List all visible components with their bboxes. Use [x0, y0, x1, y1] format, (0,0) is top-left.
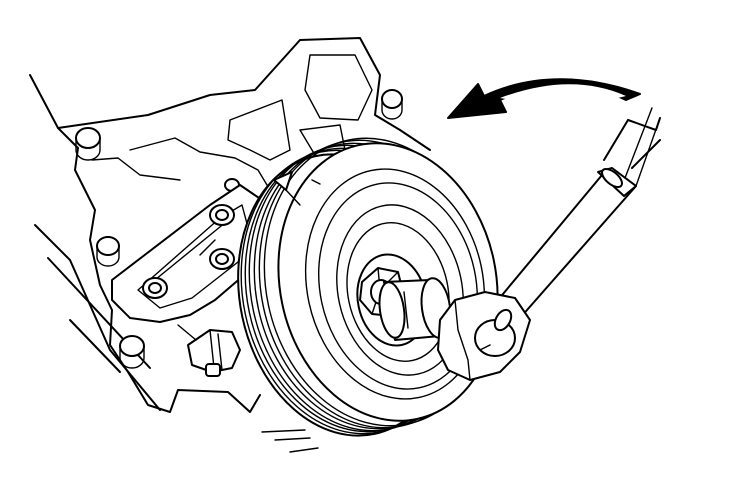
- rotation-arrow: [447, 78, 641, 119]
- ratchet-wrench: [437, 107, 661, 381]
- ground-hatch: [261, 429, 319, 453]
- sensor-connector: [177, 324, 241, 377]
- timing-mark-pointer: [273, 171, 321, 206]
- timing-cover-plate: [111, 184, 263, 323]
- block-bosses: [75, 89, 403, 369]
